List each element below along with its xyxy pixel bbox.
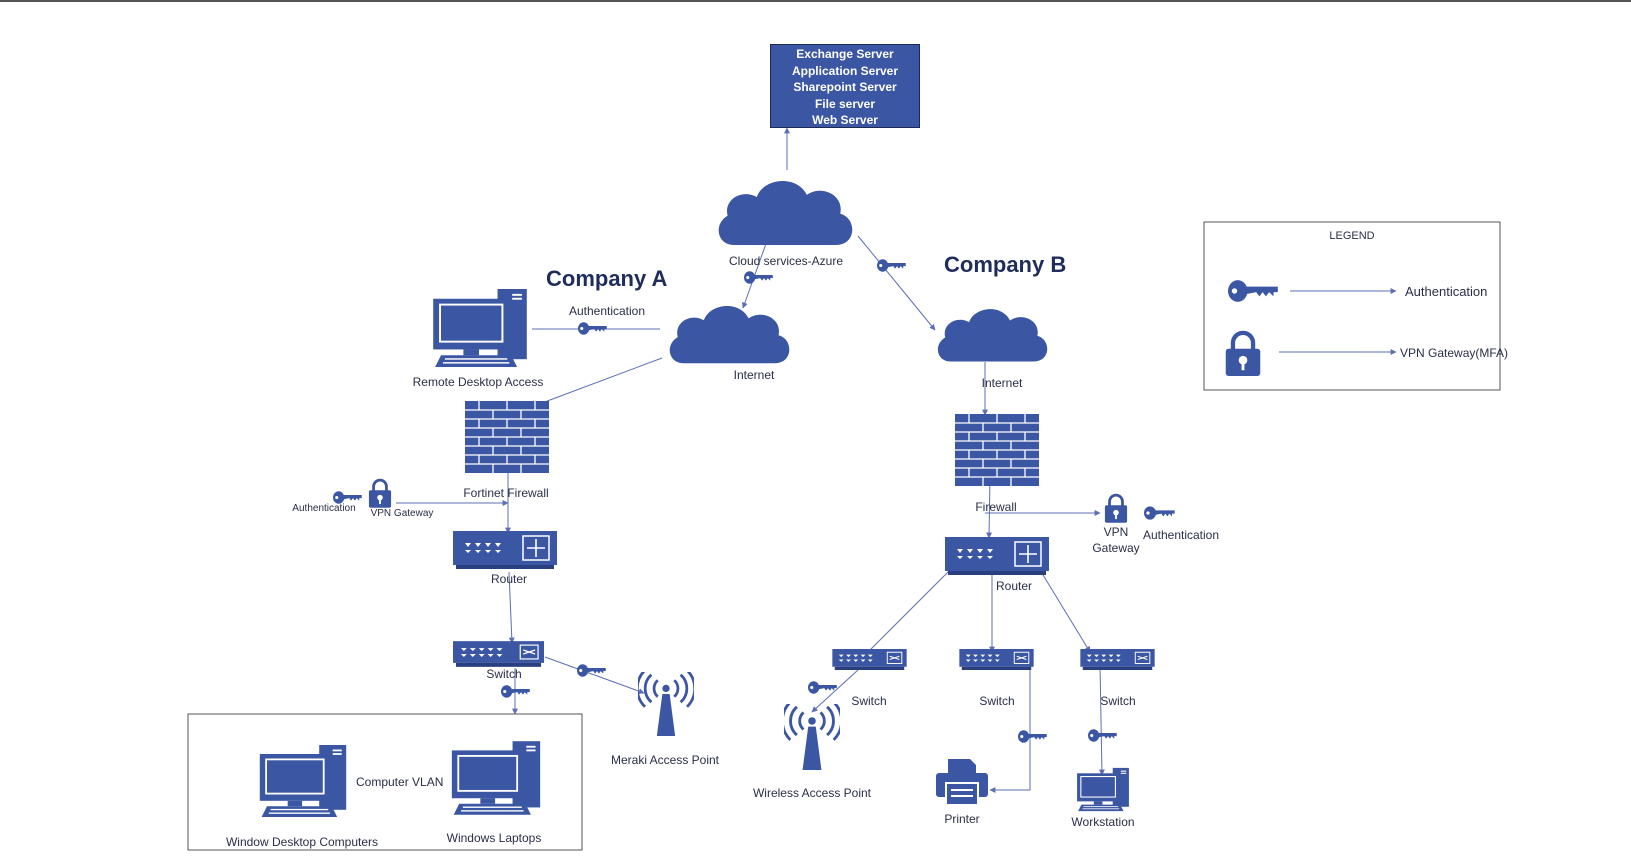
switch-b2-icon [958,649,1035,670]
wireless-access-point-icon [784,704,840,770]
legend-lock-icon [1226,333,1261,376]
vpn-b-label-2: Gateway [1092,541,1140,555]
switch-a-label: Switch [486,667,522,681]
computer-vlan-box [187,713,583,851]
connections [396,127,1397,793]
router-a-icon [453,531,557,569]
remote-desktop-computer-icon [433,289,527,367]
meraki-key-icon [577,664,606,677]
auth-key-icon [578,322,607,335]
wireless-key-icon [808,681,837,694]
auth-a-label: Authentication [568,304,646,318]
internet-b-cloud-icon [937,309,1048,362]
switch-b3-label: Switch [1100,694,1136,708]
desktop-computer-icon [259,745,347,817]
router-a-label: Router [490,572,528,586]
router-b-label: Router [995,579,1033,593]
desktops-label: Window Desktop Computers [225,835,379,849]
laptops-label: Windows Laptops [446,831,542,845]
cloud-azure-icon [718,181,853,245]
internet-a-label: Internet [733,368,775,382]
laptop-computer-icon [451,741,541,815]
printer-icon [936,759,988,805]
vpn-gateway-lock-icon [368,478,392,509]
workstation-icon [1077,767,1129,812]
vpn-b-label-1: VPN [1103,525,1129,539]
legend-auth-label: Authentication [1405,284,1488,299]
firewall-b-icon [955,414,1039,486]
switch-b1-icon [831,649,908,670]
vlan-label: Computer VLAN [356,775,444,789]
server-stack-box: Exchange Server Application Server Share… [770,44,920,128]
wireless-label: Wireless Access Point [752,786,872,800]
switch-b1-label: Switch [851,694,887,708]
fortinet-firewall-label: Fortinet Firewall [463,486,549,500]
firewall-b-label: Firewall [975,500,1017,514]
remote-desktop-label: Remote Desktop Access [412,375,544,389]
internet-b-label: Internet [981,376,1023,390]
vpn-gateway-b-lock-icon [1104,493,1128,524]
server-item: Exchange Server [796,47,894,61]
company-a-title: Company A [546,266,668,291]
workstation-label: Workstation [1071,815,1135,829]
cloud-azure-label: Cloud services-Azure [728,254,844,268]
auth-small-key-icon [333,491,362,504]
switch-a-icon [453,641,544,667]
meraki-access-point-icon [638,672,694,736]
printer-label: Printer [944,812,980,826]
legend-title: LEGEND [1329,230,1375,242]
internet-a-cloud-icon [669,305,790,364]
fortinet-firewall-icon [465,401,549,473]
auth-small-label: Authentication [292,503,356,514]
azure-a-key-icon [744,271,773,284]
legend-box [1203,221,1501,391]
legend-key-icon [1228,280,1278,302]
legend-vpn-label: VPN Gateway(MFA) [1400,346,1509,360]
switch-b2-label: Switch [979,694,1015,708]
meraki-label: Meraki Access Point [610,753,720,767]
switch-b3-icon [1079,649,1156,670]
server-item: Web Server [812,113,878,128]
auth-b-key-icon [1144,506,1175,520]
server-item: File server [814,96,876,111]
server-item: Sharepoint Server [793,80,897,95]
azure-b-key-icon [877,259,906,272]
server-item: Application Server [791,63,899,78]
vpn-small-label: VPN Gateway [370,508,434,519]
auth-b-label: Authentication [1142,528,1220,542]
workstation-key-icon [1088,729,1117,742]
company-b-title: Company B [944,252,1067,277]
printer-key-icon [1018,730,1047,743]
router-b-icon [945,537,1049,575]
